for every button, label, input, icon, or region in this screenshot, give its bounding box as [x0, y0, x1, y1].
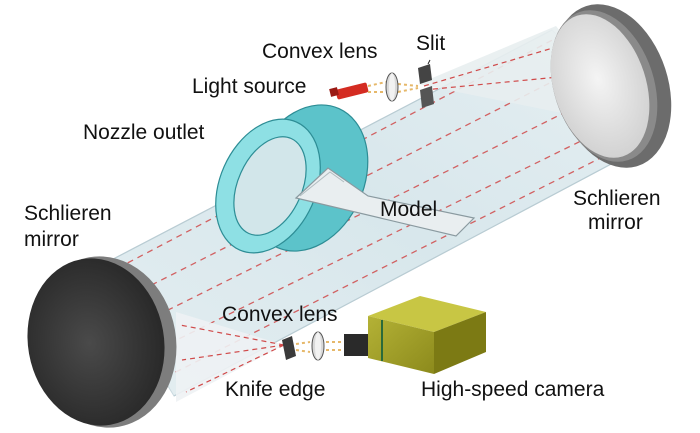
label-convex-lens-bottom: Convex lens: [222, 303, 338, 326]
slit: [418, 64, 434, 108]
label-nozzle-outlet: Nozzle outlet: [83, 121, 205, 144]
label-mirror-left: mirror: [24, 228, 79, 251]
nozzle-outlet: [215, 104, 369, 254]
model-plate: [294, 167, 476, 237]
label-mirror-top-right: mirror: [588, 211, 643, 234]
label-schlieren-top-right: Schlieren: [573, 187, 661, 210]
knife-edge: [282, 336, 296, 360]
light-rays-top: [367, 81, 419, 93]
knife-cone: [176, 312, 284, 402]
label-knife-edge: Knife edge: [225, 378, 325, 401]
high-speed-camera: [344, 296, 486, 374]
label-convex-lens-top: Convex lens: [262, 40, 378, 63]
label-schlieren-left: Schlieren: [24, 202, 112, 225]
label-light-source: Light source: [192, 75, 306, 98]
light-rays-bottom: [295, 341, 344, 353]
knife-cone-rays: [179, 324, 285, 393]
leader-lines: [427, 59, 431, 65]
convex-lens-bottom: [311, 331, 325, 361]
label-slit: Slit: [416, 32, 445, 55]
convex-lens-top: [385, 72, 399, 102]
schlieren-mirror-right: [550, 4, 672, 168]
schlieren-mirror-left: [27, 256, 177, 428]
label-model: Model: [380, 198, 437, 221]
label-high-speed-camera: High-speed camera: [421, 378, 605, 401]
light-source: [329, 82, 369, 100]
